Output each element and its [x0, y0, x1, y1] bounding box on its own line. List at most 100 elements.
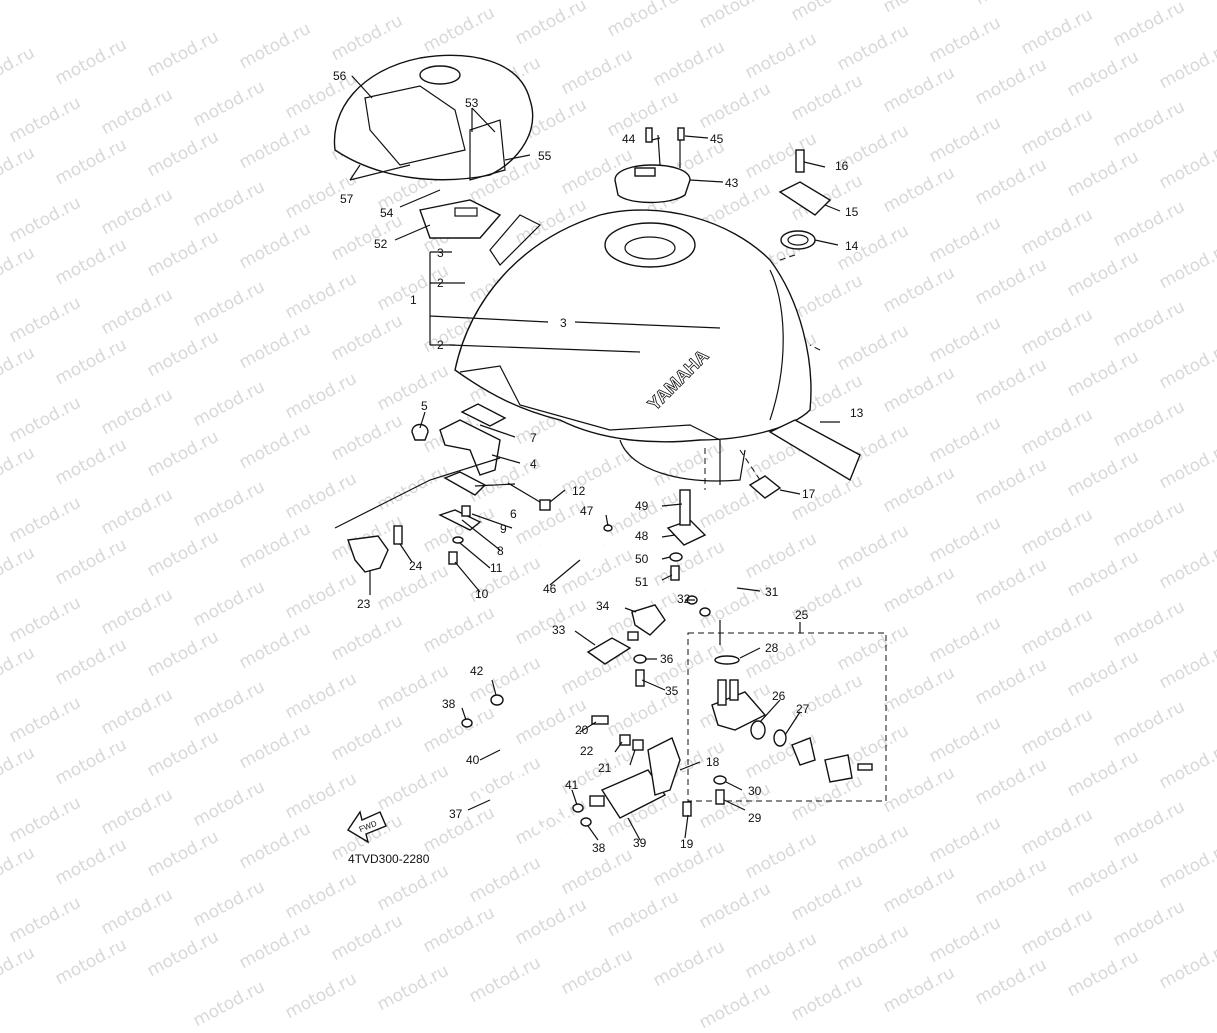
label-19: 19 [680, 837, 694, 851]
clip-5 [411, 423, 429, 441]
stay-23 [347, 535, 389, 573]
label-21: 21 [598, 761, 612, 775]
watermark-text: motod.ru [1155, 938, 1217, 994]
label-55: 55 [538, 149, 552, 163]
label-3a: 3 [437, 246, 444, 260]
label-29: 29 [748, 811, 762, 825]
guide-line-left [334, 457, 501, 529]
label-12: 12 [572, 484, 586, 498]
washer-36 [633, 654, 647, 664]
assembly-25-box [687, 632, 887, 802]
label-1: 1 [410, 293, 417, 307]
watermark-text: motod.ru [1063, 946, 1143, 1002]
collar-9 [461, 505, 471, 517]
label-43: 43 [725, 176, 739, 190]
label-14: 14 [845, 239, 859, 253]
label-18: 18 [706, 755, 720, 769]
watermark-text: motod.ru [971, 954, 1051, 1010]
label-39: 39 [633, 836, 647, 850]
label-25: 25 [795, 608, 809, 622]
fwd-arrow-icon [347, 810, 387, 844]
hose-37-40 [436, 711, 572, 843]
label-6: 6 [510, 507, 517, 521]
clip-38b [580, 817, 592, 827]
valve-34 [631, 604, 666, 636]
pump-39 [589, 769, 667, 819]
label-41: 41 [565, 778, 579, 792]
label-57: 57 [340, 192, 354, 206]
label-35: 35 [665, 684, 679, 698]
o-ring-28 [714, 655, 740, 665]
bolt-29 [715, 789, 725, 805]
label-15: 15 [845, 205, 859, 219]
label-16: 16 [835, 159, 849, 173]
filter-33 [586, 631, 639, 665]
bolt-10 [448, 551, 458, 565]
watermark-text: motod.ru [0, 942, 39, 998]
label-50: 50 [635, 552, 649, 566]
plate-8 [438, 509, 482, 531]
label-9: 9 [500, 522, 507, 536]
bolt-19 [682, 801, 692, 817]
label-8: 8 [497, 544, 504, 558]
label-10: 10 [475, 587, 489, 601]
washer-11 [452, 536, 464, 544]
label-24: 24 [409, 559, 423, 573]
label-38b: 38 [592, 841, 606, 855]
label-56: 56 [333, 69, 347, 83]
label-47: 47 [580, 504, 594, 518]
clip-38a [461, 718, 473, 728]
watermark-text: motod.ru [557, 944, 637, 1000]
label-53: 53 [465, 96, 479, 110]
washer-30 [713, 775, 727, 785]
label-40: 40 [466, 753, 480, 767]
collar-21-22 [619, 734, 644, 751]
bracket-18 [647, 737, 681, 796]
watermark-text: motod.ru [833, 920, 913, 976]
watermark-text: motod.ru [327, 910, 407, 966]
fuel-cap-43 [614, 164, 691, 204]
label-45: 45 [710, 132, 724, 146]
label-34: 34 [596, 599, 610, 613]
ring-14 [780, 230, 816, 250]
cover-part-52 [419, 199, 502, 239]
watermark-text: motod.ru [51, 934, 131, 990]
pad-13 [768, 419, 861, 482]
watermark-text: motod.ru [695, 978, 775, 1033]
label-52: 52 [374, 237, 388, 251]
label-37: 37 [449, 807, 463, 821]
bolt-51 [670, 565, 680, 581]
label-3b: 3 [560, 316, 567, 330]
washer-50 [669, 552, 683, 562]
label-2b: 2 [437, 338, 444, 352]
label-51: 51 [635, 575, 649, 589]
label-49: 49 [635, 499, 649, 513]
plate-6 [443, 471, 487, 496]
label-31: 31 [765, 585, 779, 599]
bracket-4 [439, 419, 501, 476]
hose-31 [703, 582, 737, 614]
bracket-15 [778, 181, 832, 216]
clip-42 [490, 694, 504, 706]
watermark-text: motod.ru [925, 912, 1005, 968]
label-20: 20 [575, 723, 589, 737]
damper-7 [460, 403, 507, 427]
bolt-12 [507, 482, 551, 511]
fuel-tank [454, 209, 812, 482]
bolt-16 [795, 149, 805, 173]
label-48: 48 [635, 529, 649, 543]
hose-46 [539, 543, 607, 578]
label-26: 26 [772, 689, 786, 703]
label-32: 32 [677, 592, 691, 606]
label-23: 23 [357, 597, 371, 611]
label-38a: 38 [442, 697, 456, 711]
diagram-code: 4TVD300-2280 [348, 852, 430, 866]
label-5: 5 [421, 399, 428, 413]
tank-cover-56 [333, 54, 534, 181]
label-28: 28 [765, 641, 779, 655]
watermark-text: motod.ru [373, 960, 453, 1016]
label-2a: 2 [437, 276, 444, 290]
watermark-text: motod.ru [281, 968, 361, 1024]
label-7: 7 [530, 431, 537, 445]
